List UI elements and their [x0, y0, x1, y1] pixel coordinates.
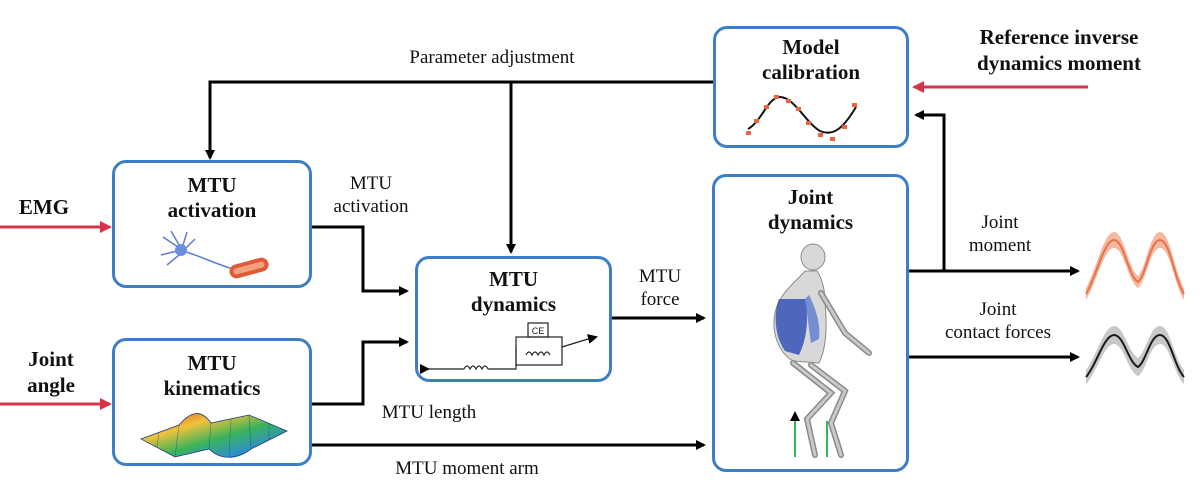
mtu-force-label: MTU force	[638, 266, 682, 310]
mtu-activation-title: MTU activation	[167, 173, 257, 222]
calibration-point	[852, 103, 857, 107]
calibration-point	[806, 121, 811, 125]
calibration-fit-curve	[747, 95, 857, 134]
calibration-point	[764, 105, 769, 109]
calibration-point	[746, 131, 751, 135]
calibration-point	[796, 107, 801, 111]
hill-muscle-model-icon: CE	[420, 322, 598, 374]
moment-curve	[1085, 238, 1185, 295]
contact-curve	[1085, 333, 1185, 378]
mtu-dynamics-box: MTU dynamics CE	[415, 256, 612, 382]
calibration-point	[830, 137, 835, 141]
mtu-kinematics-box: MTU kinematics	[112, 338, 312, 466]
mtu-activation-box: MTU activation	[112, 160, 312, 288]
calibration-point	[774, 95, 779, 99]
mtu-moment-arm-label: MTU moment arm	[395, 458, 539, 479]
calibration-point	[786, 99, 791, 103]
contact-band	[1086, 326, 1184, 384]
mtu-activation-label: MTU activation	[333, 173, 409, 217]
mtu-dynamics-title: MTU dynamics	[470, 267, 557, 316]
mtu-kinematics-title: MTU kinematics	[163, 351, 261, 400]
skeleton-model-icon	[773, 243, 872, 458]
calibration-point	[842, 125, 847, 129]
model-calibration-title: Model calibration	[762, 35, 860, 84]
calibration-point	[754, 119, 759, 123]
parameter-adjustment-label: Parameter adjustment	[409, 47, 575, 68]
contact-forces-plot	[1085, 326, 1185, 384]
moment-to-calibration-arrow	[914, 110, 946, 271]
reference-input-label: Reference inverse dynamics moment	[977, 25, 1141, 75]
joint-moment-plot	[1085, 232, 1185, 300]
surface-plot-icon	[140, 413, 288, 458]
parameter-adjustment-arrow	[205, 80, 713, 160]
calibration-curve-icon	[746, 95, 857, 141]
moment-band	[1086, 232, 1184, 300]
activation-to-dynamics-arrow	[312, 225, 409, 296]
joint-angle-input-label: Joint angle	[27, 347, 75, 397]
model-calibration-box: Model calibration	[713, 26, 909, 148]
joint-dynamics-title: Joint dynamics	[767, 185, 854, 234]
emg-input-label: EMG	[18, 195, 70, 219]
calibration-point	[818, 133, 823, 137]
neuron-muscle-icon	[160, 230, 269, 279]
mtu-length-label: MTU length	[381, 402, 477, 423]
joint-contact-forces-label: Joint contact forces	[944, 299, 1052, 343]
joint-dynamics-box: Joint dynamics	[712, 174, 909, 472]
ce-label: CE	[532, 326, 545, 336]
joint-moment-label: Joint moment	[968, 212, 1032, 256]
length-to-dynamics-arrow	[312, 337, 409, 406]
